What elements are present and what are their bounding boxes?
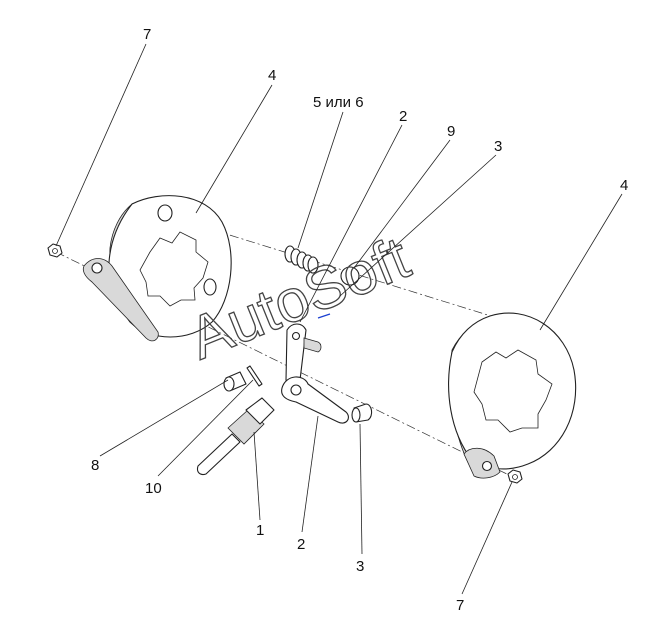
bolt bbox=[223, 371, 247, 392]
ball bbox=[340, 266, 360, 286]
callout-4-right: 4 bbox=[620, 177, 628, 194]
callout-8: 8 bbox=[91, 457, 99, 474]
callout-3-top: 3 bbox=[494, 138, 502, 155]
callout-7-bottom: 7 bbox=[456, 597, 464, 614]
lever-assembly bbox=[281, 323, 349, 424]
callout-7-top: 7 bbox=[143, 26, 151, 43]
leader-lines bbox=[55, 43, 623, 595]
callout-10: 10 bbox=[145, 480, 162, 497]
right-disc bbox=[448, 312, 577, 479]
spring bbox=[284, 245, 319, 274]
callout-2-bottom: 2 bbox=[297, 536, 305, 553]
callout-2-top: 2 bbox=[399, 108, 407, 125]
callout-9: 9 bbox=[447, 123, 455, 140]
shaft bbox=[196, 397, 275, 476]
callout-1: 1 bbox=[256, 522, 264, 539]
callout-5-or-6: 5 или 6 bbox=[313, 94, 364, 111]
callouts: 7 4 5 или 6 2 9 3 4 8 10 1 2 3 7 bbox=[91, 26, 628, 614]
pin bbox=[351, 403, 373, 423]
callout-3-bottom: 3 bbox=[356, 558, 364, 575]
nut-lower bbox=[507, 469, 523, 484]
cotter-pin bbox=[246, 365, 263, 387]
callout-4-left: 4 bbox=[268, 67, 276, 84]
nut-upper bbox=[47, 243, 63, 258]
watermark-accent bbox=[317, 313, 331, 319]
left-disc bbox=[82, 195, 232, 342]
